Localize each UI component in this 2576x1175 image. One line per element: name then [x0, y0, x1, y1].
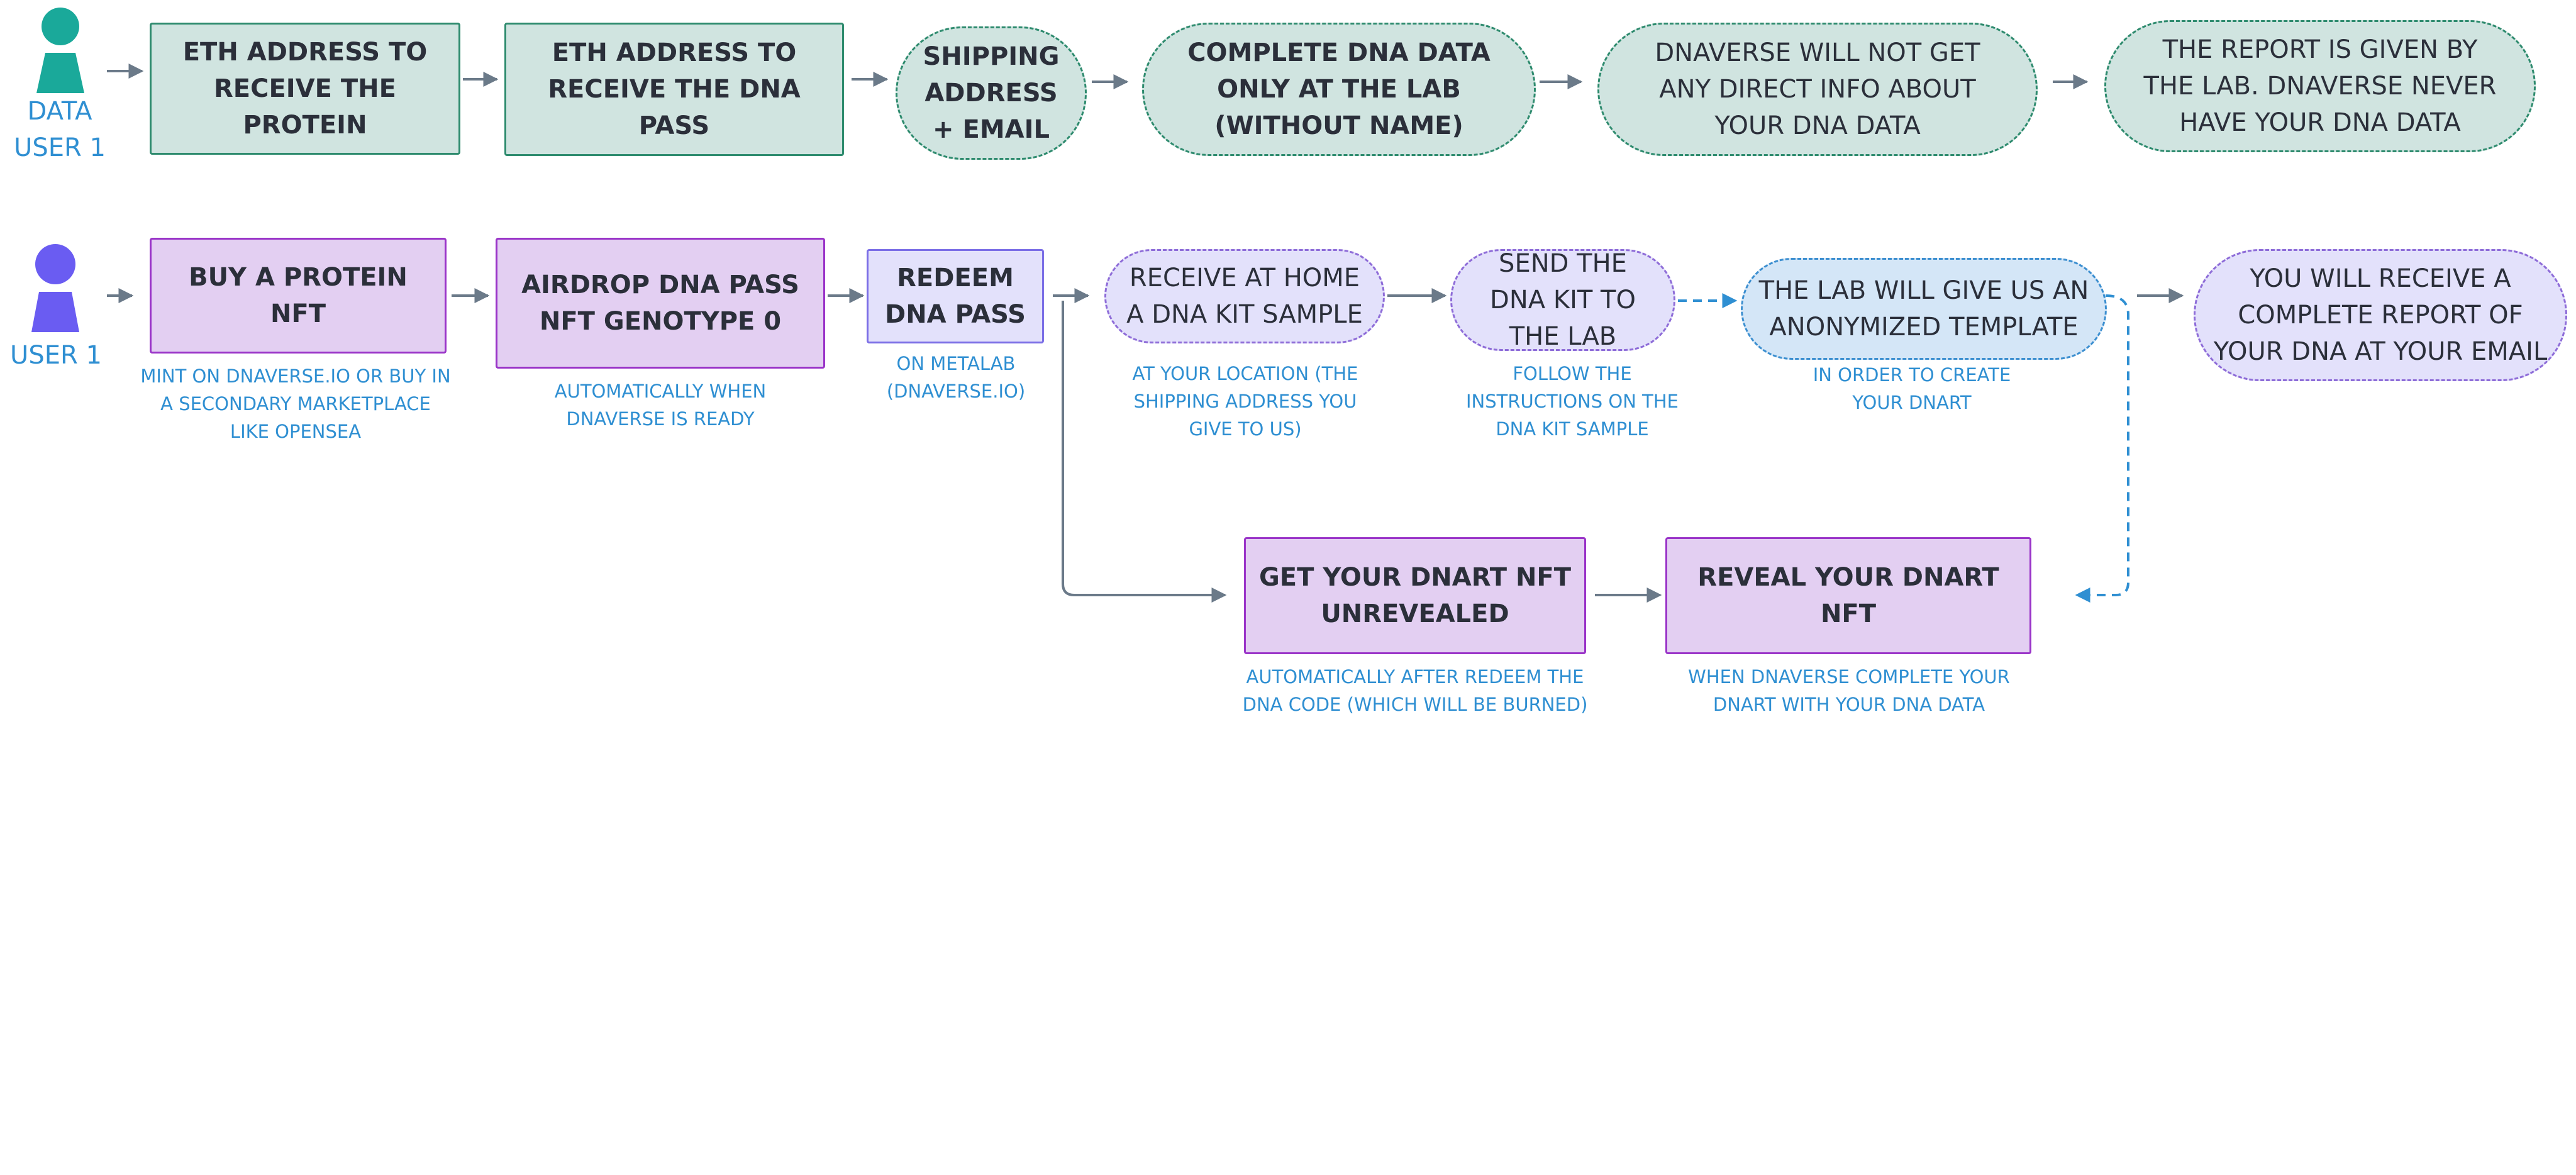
node-label: REDEEM DNA PASS: [885, 264, 1026, 329]
node-label: THE LAB WILL GIVE US AN ANONYMIZED TEMPL…: [1758, 276, 2089, 342]
node-redeem-dna-pass: REDEEM DNA PASS: [867, 249, 1044, 343]
node-lab-anonymized-template: THE LAB WILL GIVE US AN ANONYMIZED TEMPL…: [1741, 258, 2107, 360]
node-label: YOU WILL RECEIVE A COMPLETE REPORT OF YO…: [2213, 264, 2548, 366]
node-eth-address-protein: ETH ADDRESS TO RECEIVE THE PROTEIN: [150, 23, 460, 155]
node-dnart-unrevealed: GET YOUR DNART NFT UNREVEALED: [1244, 537, 1586, 654]
node-label: GET YOUR DNART NFT UNREVEALED: [1258, 563, 1572, 628]
node-shipping-address-email: SHIPPING ADDRESS + EMAIL: [896, 26, 1087, 160]
node-label: DNAVERSE WILL NOT GET ANY DIRECT INFO AB…: [1655, 38, 1980, 140]
node-reveal-dnart: REVEAL YOUR DNART NFT: [1665, 537, 2031, 654]
note-reveal-dnart: WHEN DNAVERSE COMPLETE YOUR DNART WITH Y…: [1688, 666, 2010, 715]
note-redeem: ON METALAB (DNAVERSE.IO): [886, 353, 1026, 402]
node-label: SHIPPING ADDRESS + EMAIL: [923, 42, 1060, 144]
note-buy-protein: MINT ON DNAVERSE.IO OR BUY IN A SECONDAR…: [140, 365, 451, 442]
note-lab-template: IN ORDER TO CREATE YOUR DNART: [1813, 364, 2011, 413]
node-complete-dna-data-lab: COMPLETE DNA DATA ONLY AT THE LAB (WITHO…: [1142, 23, 1536, 156]
user-icon: [36, 8, 84, 93]
node-receive-dna-kit: RECEIVE AT HOME A DNA KIT SAMPLE: [1104, 249, 1385, 343]
node-label: BUY A PROTEIN NFT: [189, 263, 408, 328]
node-report-by-lab: THE REPORT IS GIVEN BY THE LAB. DNAVERSE…: [2104, 20, 2536, 152]
note-dnart-unrevealed: AUTOMATICALLY AFTER REDEEM THE DNA CODE …: [1242, 666, 1588, 715]
node-complete-report-email: YOU WILL RECEIVE A COMPLETE REPORT OF YO…: [2194, 249, 2567, 381]
actor-label-user: USER 1: [10, 341, 102, 370]
note-airdrop: AUTOMATICALLY WHEN DNAVERSE IS READY: [554, 381, 767, 430]
node-label: RECEIVE AT HOME A DNA KIT SAMPLE: [1126, 264, 1363, 329]
node-label: REVEAL YOUR DNART NFT: [1697, 563, 1999, 628]
note-send-kit: FOLLOW THE INSTRUCTIONS ON THE DNA KIT S…: [1466, 363, 1679, 440]
node-label: AIRDROP DNA PASS NFT GENOTYPE 0: [521, 270, 799, 336]
arrow-redeem-to-unrevealed: [1062, 301, 1227, 603]
node-label: ETH ADDRESS TO RECEIVE THE PROTEIN: [182, 38, 428, 140]
note-receive-kit: AT YOUR LOCATION (THE SHIPPING ADDRESS Y…: [1132, 363, 1358, 440]
node-send-dna-kit: SEND THE DNA KIT TO THE LAB: [1450, 249, 1675, 351]
actor-label-data-user: DATA USER 1: [14, 97, 106, 162]
node-eth-address-dna-pass: ETH ADDRESS TO RECEIVE THE DNA PASS: [504, 23, 844, 156]
node-label: ETH ADDRESS TO RECEIVE THE DNA PASS: [548, 38, 801, 140]
node-label: THE REPORT IS GIVEN BY THE LAB. DNAVERSE…: [2143, 35, 2497, 137]
node-airdrop-dna-pass: AIRDROP DNA PASS NFT GENOTYPE 0: [496, 238, 825, 369]
node-label: SEND THE DNA KIT TO THE LAB: [1490, 249, 1636, 351]
arrow-template-to-reveal-dashed: [2075, 294, 2129, 603]
node-no-direct-info: DNAVERSE WILL NOT GET ANY DIRECT INFO AB…: [1597, 23, 2038, 156]
node-buy-protein-nft: BUY A PROTEIN NFT: [150, 238, 447, 354]
node-label: COMPLETE DNA DATA ONLY AT THE LAB (WITHO…: [1187, 38, 1491, 140]
user-icon: [31, 244, 79, 332]
